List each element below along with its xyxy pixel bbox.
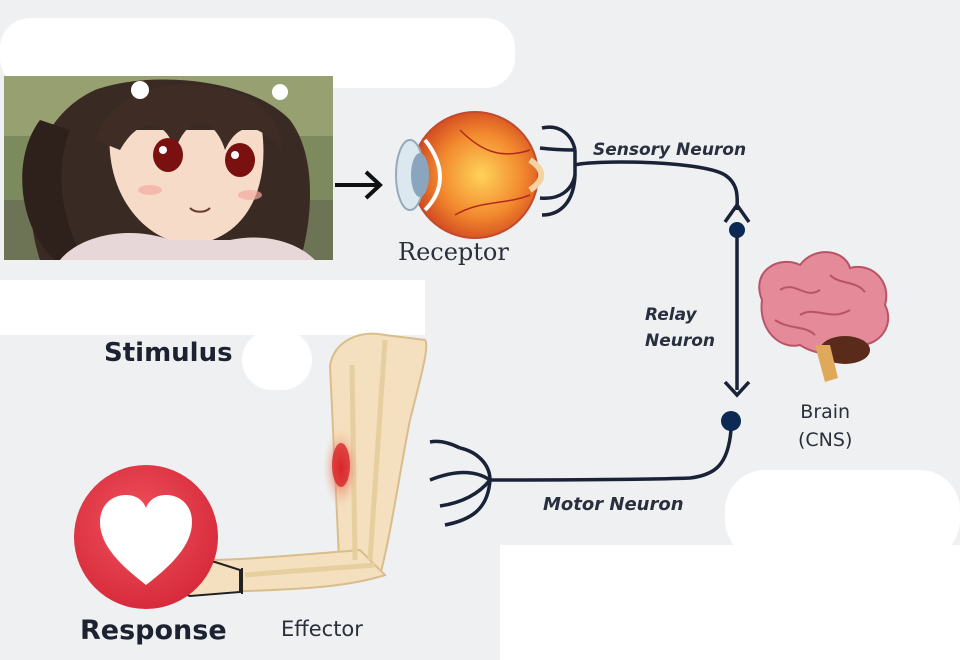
- brain-label: Brain (CNS): [798, 398, 852, 454]
- white-patch-bottom-right-upper: [725, 470, 960, 560]
- sensory-neuron-label: Sensory Neuron: [593, 140, 747, 160]
- sensory-neuron-path: [539, 125, 751, 224]
- response-label: Response: [80, 615, 227, 646]
- stimulus-label: Stimulus: [104, 338, 233, 368]
- motor-neuron-label: Motor Neuron: [543, 494, 684, 515]
- eye-icon: [395, 111, 545, 239]
- heart-button-icon: [74, 465, 218, 609]
- brain-label-line2: (CNS): [798, 429, 853, 451]
- receptor-label: Receptor: [398, 238, 509, 266]
- relay-neuron-label: Relay Neuron: [645, 302, 715, 354]
- motor-neuron-path: [429, 429, 733, 527]
- stimulus-arrow: [335, 170, 383, 200]
- white-patch-bottom-right: [500, 545, 960, 660]
- effector-label: Effector: [281, 617, 363, 641]
- brain-label-line1: Brain: [800, 401, 851, 423]
- brain-icon: [758, 251, 890, 382]
- stimulus-image: [4, 76, 333, 260]
- white-patch-middle: [0, 280, 425, 335]
- relay-neuron-path: [721, 222, 751, 431]
- relay-neuron-label-line2: Neuron: [645, 331, 716, 351]
- relay-neuron-label-line1: Relay: [645, 305, 697, 325]
- white-patch-small: [242, 330, 312, 390]
